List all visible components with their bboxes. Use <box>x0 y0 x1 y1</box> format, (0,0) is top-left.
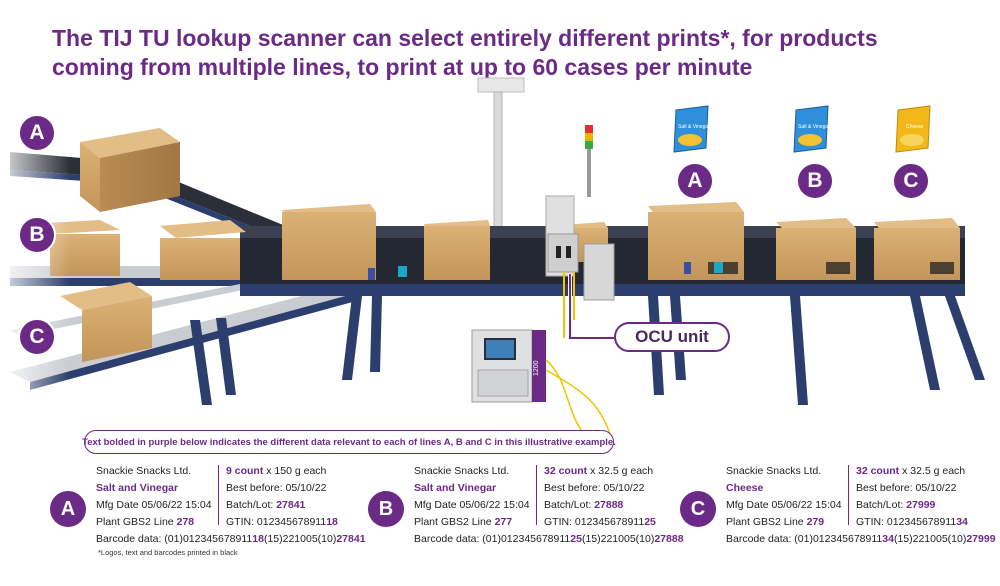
case-printed-c <box>874 218 960 280</box>
panel-c-right: 32 count x 32.5 g each Best before: 05/1… <box>856 463 968 531</box>
case-printed-b <box>776 218 856 280</box>
conveyor-scene: 1200 Salt & Vinegar Salt & Vinegar Chees… <box>0 77 985 441</box>
panel-c-count: 32 count x 32.5 g each <box>856 465 966 477</box>
panel-b-count: 32 count x 32.5 g each <box>544 465 654 477</box>
panel-c-letter: C <box>680 491 716 527</box>
panel-b-left: Snackie Snacks Ltd. Salt and Vinegar Mfg… <box>414 463 530 531</box>
panel-b-barcode: Barcode data: (01)01234567891125(15)2210… <box>414 533 684 545</box>
product-c-label: C <box>892 162 930 200</box>
panel-a-right: 9 count x 150 g each Best before: 05/10/… <box>226 463 338 531</box>
footnote: *Logos, text and barcodes printed in bla… <box>98 548 238 557</box>
panel-line-b: B Snackie Snacks Ltd. Salt and Vinegar M… <box>368 463 684 573</box>
panel-c-flavor: Cheese <box>726 482 764 494</box>
panel-b-gtin: GTIN: 01234567891125 <box>544 516 656 528</box>
page-title: The TIJ TU lookup scanner can select ent… <box>52 24 952 82</box>
sensors <box>368 262 723 280</box>
line-a-label: A <box>18 114 56 152</box>
panel-c-barcode: Barcode data: (01)01234567891134(15)2210… <box>726 533 996 545</box>
panel-b-company: Snackie Snacks Ltd. <box>414 465 510 477</box>
product-pack-c: Cheese <box>895 105 931 153</box>
product-pack-a-label: Salt & Vinegar <box>678 124 710 130</box>
legend-note: Text bolded in purple below indicates th… <box>82 430 616 454</box>
case-line-a <box>80 128 180 212</box>
product-pack-a: Salt & Vinegar <box>673 105 710 153</box>
case-printed-a <box>648 202 744 280</box>
product-b-label: B <box>796 162 834 200</box>
panel-c-plant: Plant GBS2 Line 279 <box>726 516 825 528</box>
panel-a-gtin: GTIN: 01234567891118 <box>226 516 338 528</box>
panel-a-plant: Plant GBS2 Line 278 <box>96 516 195 528</box>
line-c-label: C <box>18 318 56 356</box>
panel-c-left: Snackie Snacks Ltd. Cheese Mfg Date 05/0… <box>726 463 842 531</box>
title-line-1: The TIJ TU lookup scanner can select ent… <box>52 25 878 51</box>
panel-b-flavor: Salt and Vinegar <box>414 482 497 494</box>
panel-b-mfg: Mfg Date 05/06/22 15:04 <box>414 499 530 511</box>
panel-a-mfg: Mfg Date 05/06/22 15:04 <box>96 499 212 511</box>
scanner-mast <box>477 77 525 283</box>
case-main-2 <box>424 220 490 280</box>
panel-line-c: C Snackie Snacks Ltd. Cheese Mfg Date 05… <box>680 463 996 573</box>
title-line-2: coming from multiple lines, to print at … <box>52 54 753 80</box>
panel-b-best-before: Best before: 05/10/22 <box>544 482 645 494</box>
panel-b-divider <box>536 465 537 525</box>
panel-a-batch: Batch/Lot: 27841 <box>226 499 306 511</box>
stack-light <box>585 125 593 197</box>
panel-b-right: 32 count x 32.5 g each Best before: 05/1… <box>544 463 656 531</box>
product-pack-c-label: Cheese <box>906 124 923 130</box>
printer-cabinet: 1200 <box>471 329 546 403</box>
panel-a-best-before: Best before: 05/10/22 <box>226 482 327 494</box>
panel-c-mfg: Mfg Date 05/06/22 15:04 <box>726 499 842 511</box>
product-pack-b: Salt & Vinegar <box>793 105 830 153</box>
panel-a-flavor: Salt and Vinegar <box>96 482 179 494</box>
panel-b-batch: Batch/Lot: 27888 <box>544 499 624 511</box>
case-main-1 <box>282 204 376 280</box>
panel-a-divider <box>218 465 219 525</box>
panel-c-divider <box>848 465 849 525</box>
print-station <box>545 195 615 338</box>
panel-a-letter: A <box>50 491 86 527</box>
panel-a-company: Snackie Snacks Ltd. <box>96 465 192 477</box>
line-b-label: B <box>18 216 56 254</box>
panel-b-plant: Plant GBS2 Line 277 <box>414 516 513 528</box>
product-pack-b-label: Salt & Vinegar <box>798 124 830 130</box>
panel-a-barcode: Barcode data: (01)01234567891118(15)2210… <box>96 533 366 545</box>
panel-b-letter: B <box>368 491 404 527</box>
panel-c-company: Snackie Snacks Ltd. <box>726 465 822 477</box>
panel-a-count: 9 count x 150 g each <box>226 465 327 477</box>
case-line-c <box>60 282 152 362</box>
panel-line-a: A Snackie Snacks Ltd. Salt and Vinegar M… <box>50 463 366 573</box>
product-a-label: A <box>676 162 714 200</box>
ocu-connector-line <box>569 274 614 339</box>
panel-c-best-before: Best before: 05/10/22 <box>856 482 957 494</box>
cables <box>545 359 613 441</box>
panel-c-batch: Batch/Lot: 27999 <box>856 499 936 511</box>
case-line-b-2 <box>160 220 246 280</box>
printer-model-label: 1200 <box>533 360 540 376</box>
left-fade <box>0 110 70 420</box>
ocu-unit-callout: OCU unit <box>614 322 730 352</box>
panel-c-gtin: GTIN: 01234567891134 <box>856 516 968 528</box>
panel-a-left: Snackie Snacks Ltd. Salt and Vinegar Mfg… <box>96 463 212 531</box>
